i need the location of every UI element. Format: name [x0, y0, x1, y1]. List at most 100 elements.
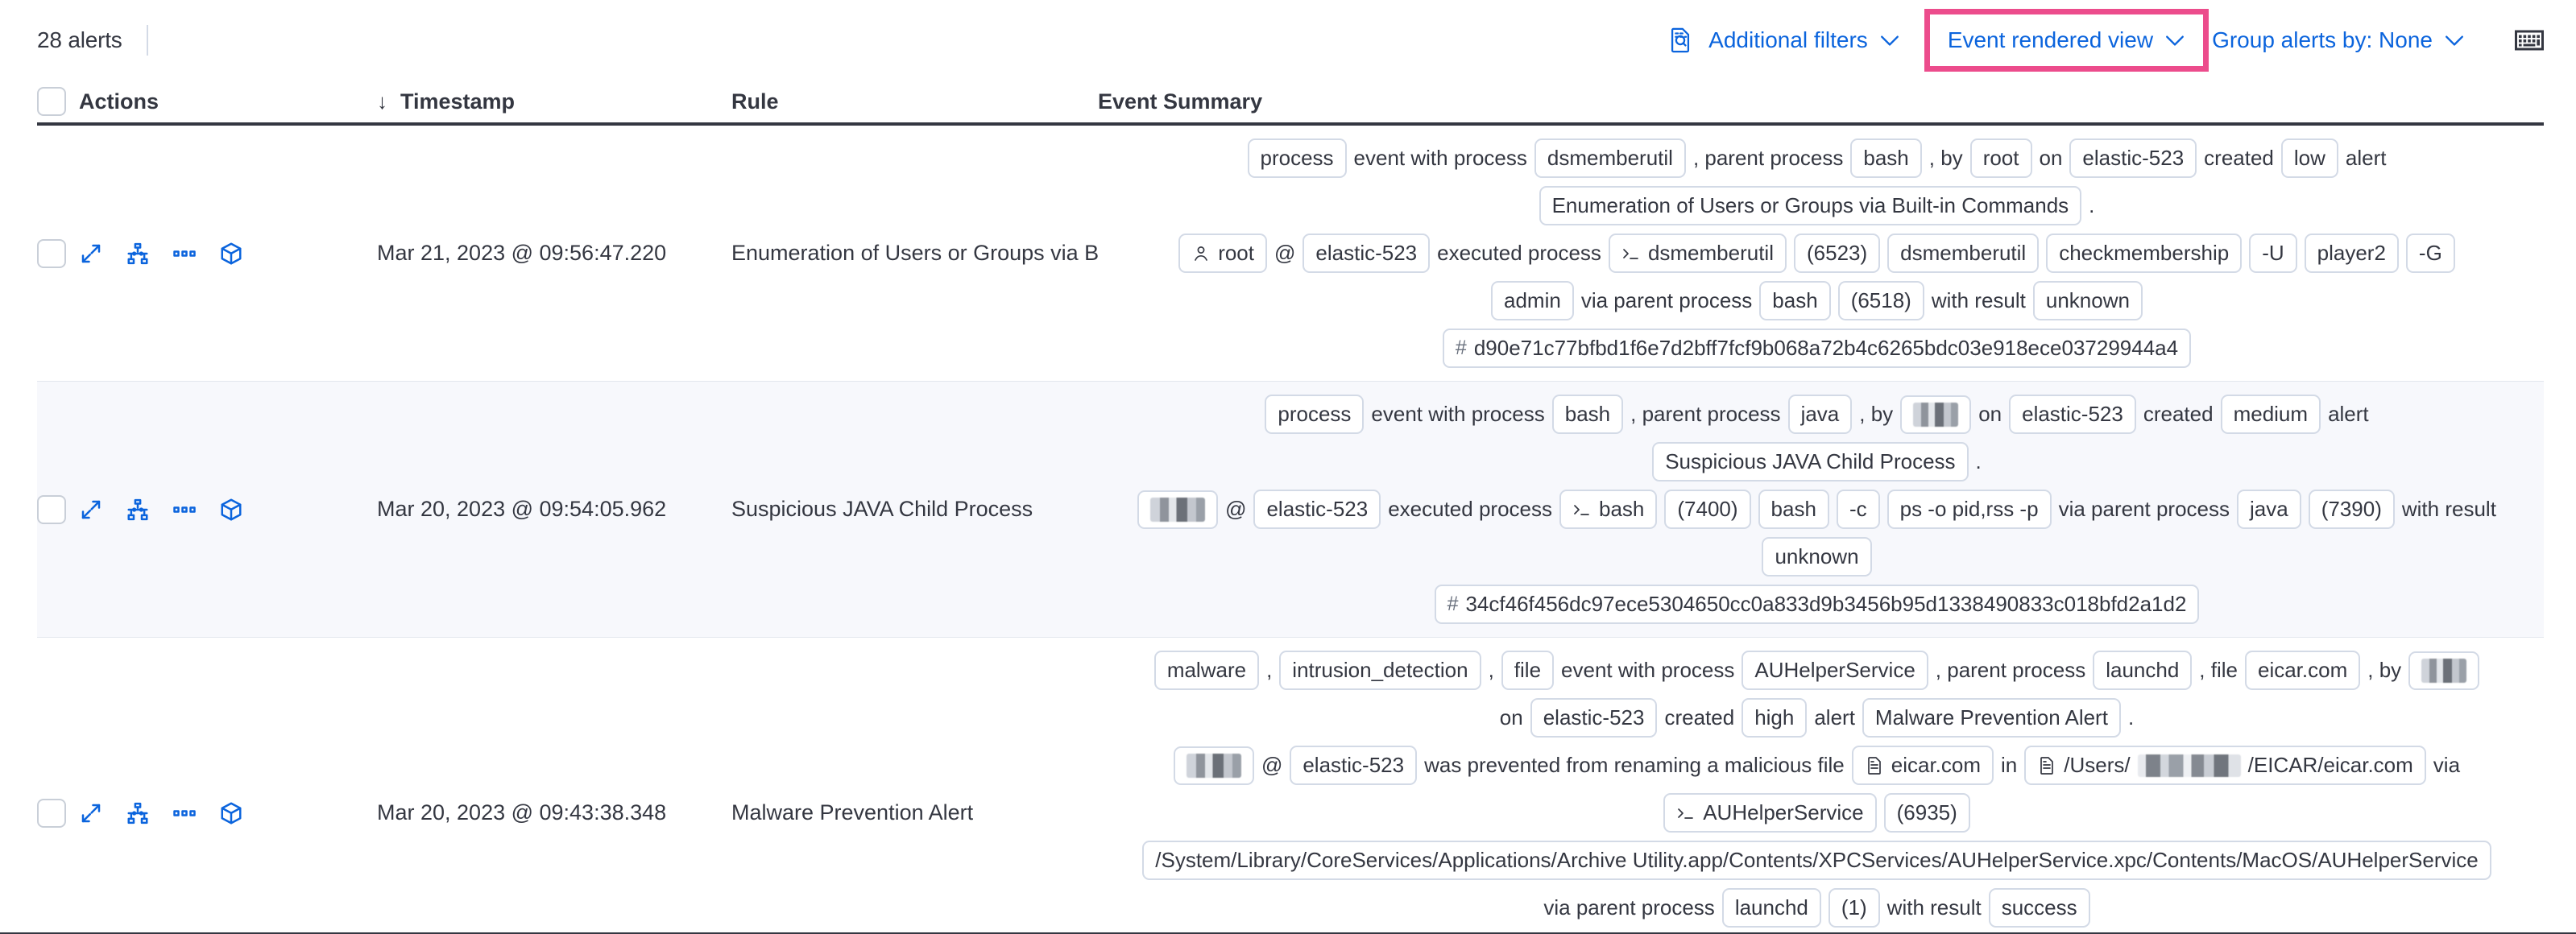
summary-field-chip[interactable]: dsmemberutil	[1887, 234, 2040, 273]
summary-field-chip[interactable]: (7390)	[2308, 490, 2395, 529]
summary-field-chip[interactable]: eicar.com	[2244, 651, 2361, 690]
summary-field-chip[interactable]: launchd	[1721, 888, 1821, 928]
chip-label: bash	[1599, 497, 1645, 521]
session-view-icon[interactable]	[219, 242, 243, 266]
summary-field-chip[interactable]: bash	[1758, 490, 1829, 529]
row-checkbox-cell	[37, 798, 79, 828]
chip-label: dsmemberutil	[1547, 146, 1673, 170]
session-view-icon[interactable]	[219, 801, 243, 825]
row-select-checkbox[interactable]	[37, 798, 66, 828]
chip-label: launchd	[2106, 658, 2180, 682]
chip-label: process	[1278, 402, 1352, 426]
header-timestamp-cell[interactable]: ↓ Timestamp	[377, 89, 731, 114]
event-rendered-view-button[interactable]: Event rendered view	[1948, 27, 2185, 53]
document-search-icon[interactable]	[1667, 27, 1694, 54]
summary-field-chip[interactable]: process	[1265, 395, 1365, 434]
row-actions-cell	[79, 498, 377, 522]
more-actions-icon[interactable]	[172, 801, 197, 825]
summary-field-chip[interactable]: high	[1741, 698, 1808, 738]
toolbar-right-controls: Additional filters Event rendered view G…	[1667, 0, 2544, 81]
summary-field-chip[interactable]: checkmembership	[2046, 234, 2243, 273]
header-event-summary[interactable]: Event Summary	[1098, 89, 1263, 114]
chip-label: success	[2001, 895, 2077, 920]
chip-label: -c	[1849, 497, 1867, 521]
summary-field-chip[interactable]	[1173, 746, 1254, 785]
summary-field-chip[interactable]: malware	[1153, 651, 1260, 690]
chip-label: dsmemberutil	[1900, 241, 2027, 265]
additional-filters-button[interactable]: Additional filters	[1708, 27, 1900, 53]
chip-label: file	[1514, 658, 1542, 682]
chip-label: (1)	[1841, 895, 1867, 920]
keyboard-icon[interactable]	[2515, 29, 2544, 52]
summary-field-chip[interactable]: success	[1988, 888, 2090, 928]
summary-field-chip[interactable]: low	[2280, 138, 2338, 178]
summary-field-chip[interactable]: Suspicious JAVA Child Process	[1652, 442, 1969, 481]
summary-field-chip[interactable]: java	[1787, 395, 1853, 434]
summary-field-chip[interactable]: bash	[1850, 138, 1922, 178]
more-actions-icon[interactable]	[172, 498, 197, 522]
summary-field-chip[interactable]: file	[1501, 651, 1555, 690]
summary-field-chip[interactable]: (6518)	[1837, 281, 1924, 320]
more-actions-icon[interactable]	[172, 242, 197, 266]
summary-field-chip[interactable]: unknown	[2032, 281, 2143, 320]
summary-field-chip[interactable]: Enumeration of Users or Groups via Built…	[1539, 186, 2082, 225]
summary-field-chip[interactable]: ps -o pid,rss -p	[1886, 490, 2052, 529]
group-alerts-by-button[interactable]: Group alerts by: None	[2212, 27, 2465, 53]
summary-field-chip[interactable]: elastic-523	[1290, 746, 1418, 785]
summary-field-chip[interactable]: -G	[2405, 234, 2455, 273]
summary-field-chip[interactable]: -U	[2249, 234, 2297, 273]
summary-field-chip[interactable]: #d90e71c77bfbd1f6e7d2bff7fcf9b068a72b4c6…	[1442, 329, 2192, 368]
summary-field-chip[interactable]: elastic-523	[2069, 138, 2197, 178]
summary-field-chip[interactable]: medium	[2220, 395, 2321, 434]
summary-field-chip[interactable]: elastic-523	[2009, 395, 2136, 434]
summary-field-chip[interactable]: Malware Prevention Alert	[1862, 698, 2121, 738]
summary-field-chip[interactable]: /Users//EICAR/eicar.com	[2024, 746, 2426, 785]
summary-field-chip[interactable]: bash	[1559, 490, 1658, 529]
summary-field-chip[interactable]: dsmemberutil	[1608, 234, 1787, 273]
chip-label: Suspicious JAVA Child Process	[1665, 449, 1956, 473]
summary-field-chip[interactable]: (6935)	[1883, 793, 1970, 833]
summary-field-chip[interactable]: elastic-523	[1253, 490, 1381, 529]
expand-icon[interactable]	[79, 498, 103, 522]
summary-field-chip[interactable]: java	[2237, 490, 2301, 529]
summary-field-chip[interactable]: bash	[1759, 281, 1831, 320]
summary-field-chip[interactable]: eicar.com	[1851, 746, 1994, 785]
summary-field-chip[interactable]: elastic-523	[1530, 698, 1658, 738]
analyzer-icon[interactable]	[126, 498, 150, 522]
summary-field-chip[interactable]: intrusion_detection	[1279, 651, 1481, 690]
summary-field-chip[interactable]: elastic-523	[1302, 234, 1431, 273]
summary-field-chip[interactable]: process	[1247, 138, 1347, 178]
header-rule[interactable]: Rule	[731, 89, 779, 114]
session-view-icon[interactable]	[219, 498, 243, 522]
summary-field-chip[interactable]: admin	[1491, 281, 1574, 320]
summary-field-chip[interactable]: bash	[1551, 395, 1624, 434]
summary-field-chip[interactable]	[1900, 395, 1972, 434]
summary-field-chip[interactable]: AUHelperService	[1663, 793, 1877, 833]
summary-field-chip[interactable]: root	[1178, 234, 1267, 273]
row-select-checkbox[interactable]	[37, 238, 66, 268]
summary-field-chip[interactable]	[1137, 490, 1219, 529]
summary-field-chip[interactable]: player2	[2304, 234, 2399, 273]
summary-field-chip[interactable]: unknown	[1762, 537, 1872, 577]
select-all-checkbox[interactable]	[37, 87, 66, 116]
expand-icon[interactable]	[79, 242, 103, 266]
summary-field-chip[interactable]: launchd	[2093, 651, 2193, 690]
summary-field-chip[interactable]: (1)	[1828, 888, 1880, 928]
summary-field-chip[interactable]: #34cf46f456dc97ece5304650cc0a833d9b3456b…	[1434, 585, 2200, 624]
summary-field-chip[interactable]	[2408, 651, 2480, 690]
summary-field-chip[interactable]: (6523)	[1794, 234, 1881, 273]
summary-field-chip[interactable]: -c	[1836, 490, 1880, 529]
summary-field-chip[interactable]: (7400)	[1664, 490, 1751, 529]
summary-field-chip[interactable]: AUHelperService	[1741, 651, 1928, 690]
analyzer-icon[interactable]	[126, 242, 150, 266]
analyzer-icon[interactable]	[126, 801, 150, 825]
summary-field-chip[interactable]: /System/Library/CoreServices/Application…	[1142, 841, 2491, 880]
expand-icon[interactable]	[79, 801, 103, 825]
summary-field-chip[interactable]: root	[1969, 138, 2032, 178]
row-select-checkbox[interactable]	[37, 494, 66, 524]
summary-field-chip[interactable]: dsmemberutil	[1534, 138, 1686, 178]
